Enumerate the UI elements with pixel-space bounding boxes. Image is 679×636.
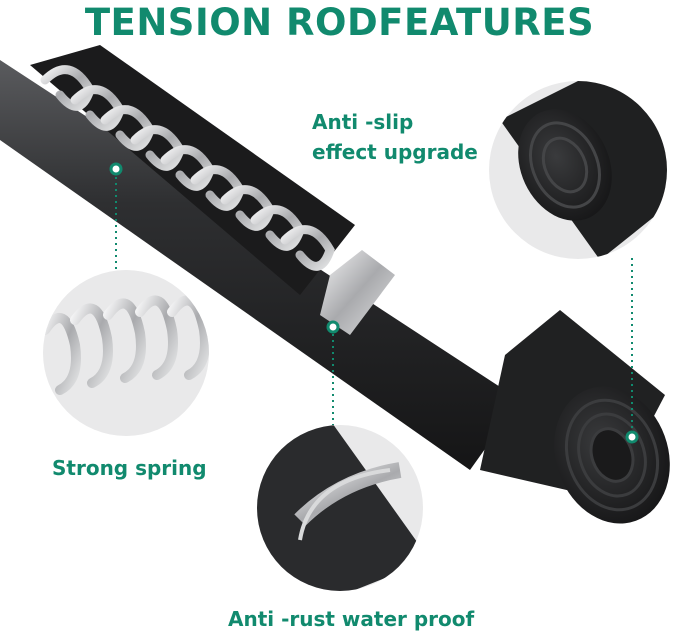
ring-closeup: [257, 425, 423, 591]
tension-rod: [0, 45, 670, 524]
callout-dots: [109, 162, 639, 444]
anti-slip-line2: effect upgrade: [312, 140, 478, 164]
callout-connectors: [115, 171, 633, 437]
anti-slip-label: Anti -slip effect upgrade: [312, 107, 478, 167]
rubber-end-cap: [480, 310, 670, 524]
cap-closeup: [489, 81, 667, 259]
anti-rust-label: Anti -rust water proof: [228, 607, 475, 631]
metal-ring: [320, 250, 395, 335]
strong-spring-label: Strong spring: [52, 456, 207, 480]
spring-coils: [40, 65, 335, 271]
spring-closeup: [43, 270, 209, 436]
page-title: TENSION RODFEATURES: [84, 1, 595, 44]
anti-slip-line1: Anti -slip: [312, 110, 414, 134]
